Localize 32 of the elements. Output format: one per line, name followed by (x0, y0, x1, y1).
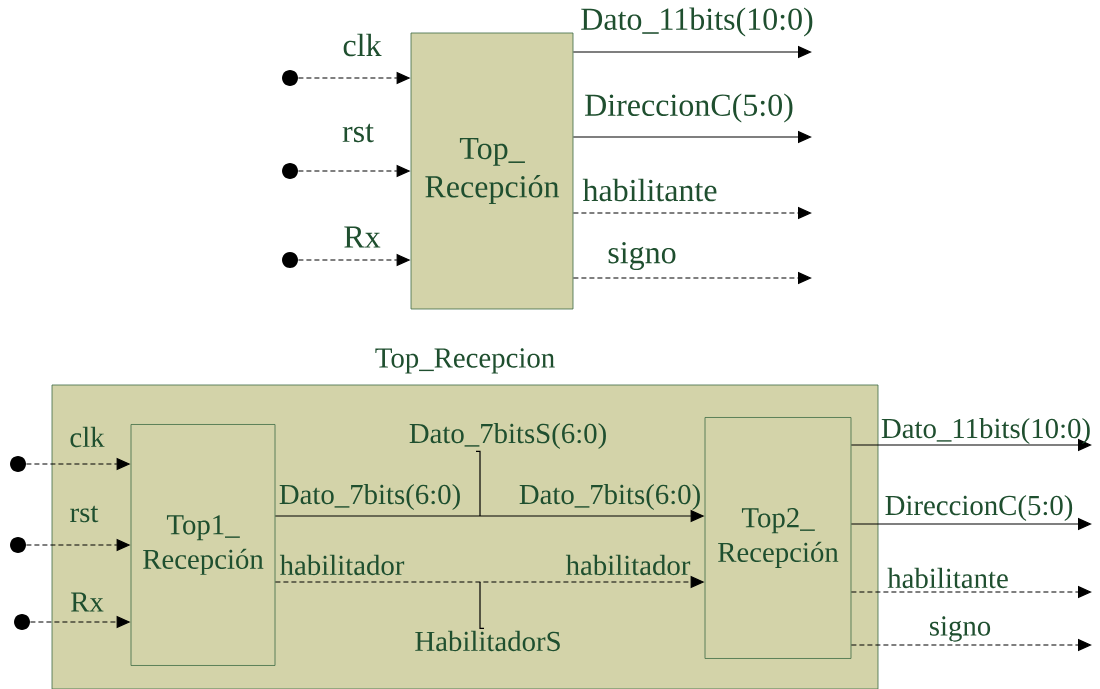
terminal-dot (282, 163, 298, 179)
terminal-dot (10, 456, 26, 472)
edge-label: signo (608, 241, 676, 271)
block-box: Top1_ Recepción (130, 424, 276, 666)
signal-name: HabilitadorS (415, 630, 560, 652)
edge-label: rst (70, 505, 99, 523)
node-label: Top_Recepcion (375, 348, 555, 374)
edge-label: clk (343, 33, 382, 57)
edge-label: DireccionC(5:0) (885, 494, 1073, 522)
edge-label: habilitante (582, 178, 717, 202)
terminal-dot (10, 537, 26, 553)
terminal-dot (282, 70, 298, 86)
edge-label: Dato_11bits(10:0) (581, 7, 813, 37)
edge-label: Rx (71, 592, 104, 612)
edge-label: rst (342, 123, 374, 143)
edge-label: habilitante (887, 567, 1008, 589)
edge-label: habilitador (279, 554, 405, 576)
edge-label: DireccionC(5:0) (585, 93, 793, 123)
signal-name: Dato_7bitsS(6:0) (409, 422, 606, 450)
terminal-dot (282, 252, 298, 268)
edge-label: signo (930, 616, 991, 642)
edge-label: clk (70, 426, 105, 448)
signal-label: Dato_7bits(6:0) (519, 483, 700, 511)
leader-line (475, 450, 481, 517)
signal-label: habilitador (565, 554, 691, 576)
edge-label: Dato_7bits(6:0) (279, 483, 460, 511)
leader-line (479, 581, 485, 630)
terminal-dot (14, 614, 30, 630)
block-box: Top2_ Recepción (704, 417, 852, 659)
edge-label: Rx (344, 226, 381, 248)
block-box: Top_ Recepción (410, 32, 574, 310)
edge-label: Dato_11bits(10:0) (881, 417, 1090, 445)
